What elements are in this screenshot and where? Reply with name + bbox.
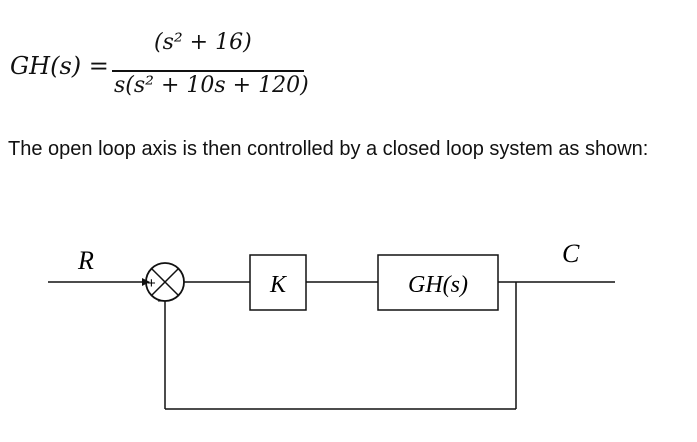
gain-block-label: K: [269, 272, 288, 298]
summer-cross-2: [151, 268, 179, 296]
equation-denominator: s(s² + 10s + 120): [114, 73, 309, 98]
description-paragraph: The open loop axis is then controlled by…: [8, 138, 649, 160]
summer-plus-sign: +: [147, 275, 156, 292]
input-label: R: [77, 246, 94, 275]
fraction-bar: [112, 70, 304, 72]
output-label: C: [562, 239, 580, 268]
equation-lhs: GH(s) =: [10, 52, 109, 80]
equation-numerator: (s² + 16): [154, 30, 252, 55]
summer-minus-sign: —: [158, 295, 169, 307]
plant-block-label: GH(s): [408, 272, 468, 298]
